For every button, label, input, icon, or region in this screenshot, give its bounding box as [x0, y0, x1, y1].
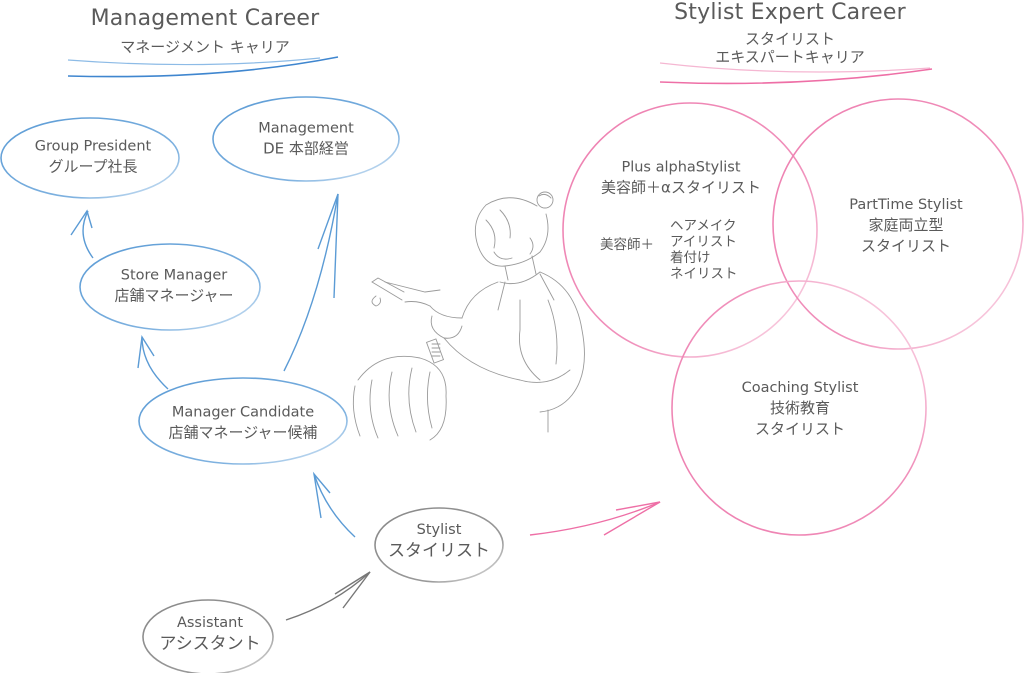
expert-career-subtitle-line2: エキスパートキャリア	[715, 48, 865, 66]
plus-alpha-option: 着付け	[670, 250, 711, 266]
plus-alpha-circle	[562, 102, 818, 358]
arrow-candidate-to-management	[283, 193, 339, 372]
plus-alpha-label-jp: 美容師＋αスタイリスト	[601, 178, 761, 197]
stylist-node[interactable]: Stylist スタイリスト	[388, 520, 490, 562]
part-time-circle	[772, 98, 1024, 350]
manager-candidate-label-jp: 店舗マネージャー候補	[168, 423, 318, 442]
part-time-label-en: PartTime Stylist	[849, 197, 963, 213]
expert-career-title: Stylist Expert Career	[674, 0, 906, 25]
stylist-ellipse	[374, 507, 504, 583]
group-president-label-jp: グループ社長	[48, 157, 138, 176]
management-de-node[interactable]: Management DE 本部経営	[258, 119, 354, 160]
management-de-ellipse	[212, 96, 400, 182]
coaching-circle	[671, 280, 927, 536]
plus-alpha-prefix: 美容師＋	[600, 237, 654, 253]
group-president-label-en: Group President	[34, 138, 152, 155]
arrow-candidate-to-store	[137, 334, 169, 390]
manager-candidate-ellipse	[138, 377, 348, 465]
arrow-store-to-president	[70, 209, 94, 259]
part-time-node[interactable]: PartTime Stylist 家庭両立型 スタイリスト	[849, 195, 963, 257]
plus-alpha-option: ヘアメイク	[670, 218, 737, 234]
assistant-label-en: Assistant	[176, 615, 244, 631]
coaching-label-jp1: 技術教育	[769, 399, 830, 417]
coaching-node[interactable]: Coaching Stylist 技術教育 スタイリスト	[742, 378, 859, 440]
store-manager-label-jp: 店舗マネージャー	[114, 286, 234, 305]
part-time-label-jp1: 家庭両立型	[868, 216, 944, 234]
arrow-stylist-to-expert	[529, 501, 661, 536]
manager-candidate-node[interactable]: Manager Candidate 店舗マネージャー候補	[169, 403, 318, 444]
management-de-label-en: Management	[258, 120, 354, 137]
stylist-label-jp: スタイリスト	[388, 541, 490, 561]
expert-title-underline	[659, 62, 933, 85]
plus-alpha-node[interactable]: Plus alphaStylist 美容師＋αスタイリスト	[601, 158, 761, 199]
plus-alpha-option: ネイリスト	[670, 266, 738, 282]
coaching-label-en: Coaching Stylist	[741, 380, 859, 396]
group-president-node[interactable]: Group President グループ社長	[35, 137, 151, 178]
arrow-stylist-to-candidate	[312, 471, 356, 538]
store-manager-node[interactable]: Store Manager 店舗マネージャー	[115, 266, 234, 307]
arrow-assistant-to-stylist	[285, 571, 371, 621]
management-title-underline	[67, 56, 339, 78]
management-career-subtitle: マネージメント キャリア	[120, 38, 290, 56]
management-career-title: Management Career	[90, 6, 320, 31]
management-de-label-jp: DE 本部経営	[263, 139, 349, 158]
group-president-ellipse	[0, 117, 180, 199]
coaching-label-jp2: スタイリスト	[754, 420, 845, 438]
expert-career-subtitle-line1: スタイリスト	[744, 30, 835, 48]
store-manager-ellipse	[79, 243, 261, 331]
plus-alpha-options: ヘアメイク アイリスト 着付け ネイリスト	[670, 218, 738, 282]
assistant-label-jp: アシスタント	[159, 634, 261, 654]
store-manager-label-en: Store Manager	[120, 267, 228, 284]
assistant-ellipse	[142, 599, 274, 673]
manager-candidate-label-en: Manager Candidate	[171, 404, 315, 421]
plus-alpha-option: アイリスト	[670, 234, 737, 250]
assistant-node[interactable]: Assistant アシスタント	[159, 613, 260, 655]
part-time-label-jp2: スタイリスト	[860, 237, 951, 255]
stylist-label-en: Stylist	[416, 522, 462, 538]
stylist-illustration	[352, 191, 585, 441]
plus-alpha-label-en: Plus alphaStylist	[621, 159, 741, 176]
